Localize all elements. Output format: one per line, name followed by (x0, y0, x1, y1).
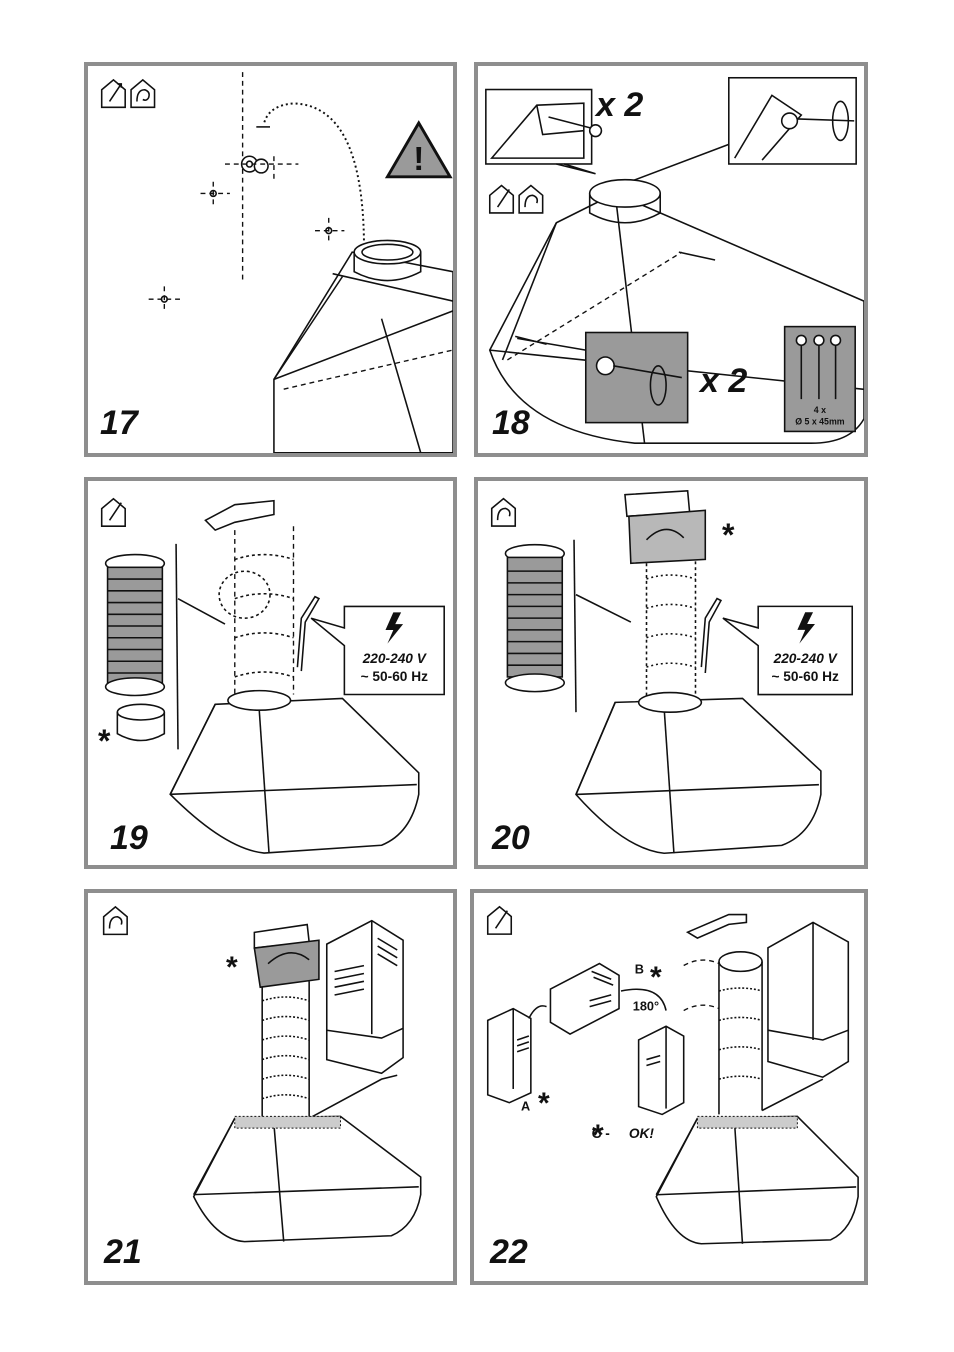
optional-mark-b: * (650, 961, 662, 994)
carbon-filter-box (624, 489, 707, 565)
recirculation-mode-icon (518, 184, 544, 214)
svg-text:!: ! (413, 141, 424, 178)
step-number: 20 (492, 819, 530, 857)
electrical-label-box: 220-240 V ~ 50-60 Hz (722, 605, 854, 696)
panel-step-22: A B 180° C - OK! * * * 22 (470, 889, 868, 1285)
carbon-filter-box (253, 923, 320, 989)
step-19-illustration: 220-240 V ~ 50-60 Hz (100, 497, 445, 854)
recirculation-mode-icon (102, 905, 128, 936)
cooker-hood (273, 239, 453, 453)
step-number: 22 (490, 1233, 528, 1271)
optional-mark: * (722, 517, 735, 553)
ducted-mode-icon (100, 497, 126, 527)
panel-step-19: 220-240 V ~ 50-60 Hz * 19 (84, 477, 457, 869)
chimney-part-a (486, 1005, 547, 1104)
step-number: 19 (110, 819, 148, 857)
bracket-screw-callout (485, 88, 603, 175)
screw-size-label: Ø 5 x 45mm (795, 417, 845, 427)
step-20-illustration: 220-240 V ~ 50-60 Hz (490, 489, 854, 855)
cooker-hood (192, 1115, 422, 1243)
electric-bolt-icon (797, 612, 815, 644)
panel-step-20: 220-240 V ~ 50-60 Hz * 20 (474, 477, 868, 869)
optional-mark-c: * (592, 1119, 604, 1152)
step-number: 18 (492, 404, 530, 442)
chimney-part-c (637, 1025, 685, 1116)
electrical-label-box: 220-240 V ~ 50-60 Hz (310, 605, 445, 696)
optional-mark-a: * (538, 1087, 550, 1120)
cooker-hood (488, 178, 864, 444)
frequency-label: ~ 50-60 Hz (361, 669, 428, 684)
quantity-bottom: x 2 (700, 362, 748, 400)
adapter-ring (116, 703, 166, 742)
panel-step-21: * 21 (84, 889, 457, 1285)
cooker-hood (575, 691, 822, 855)
voltage-label: 220-240 V (362, 651, 428, 666)
screwdriver-callout (624, 76, 857, 185)
screw-pack-box: 4 x Ø 5 x 45mm (783, 325, 856, 433)
label-b: B (635, 961, 644, 976)
label-c: C - (592, 1126, 611, 1141)
recirculation-mode-icon (490, 497, 517, 527)
flexible-duct (504, 543, 566, 693)
ducted-mode-icon (488, 184, 515, 214)
ducted-mode-icon (100, 78, 126, 109)
optional-mark: * (98, 723, 111, 759)
step-number: 21 (104, 1233, 142, 1271)
recirculation-mode-icon (130, 78, 156, 109)
optional-mark: * (226, 951, 238, 984)
rotation-angle-label: 180° (633, 999, 659, 1014)
screwdriver-grey-callout (517, 331, 689, 424)
step-22-illustration: A B 180° C - OK! (486, 905, 859, 1245)
chimney-cover (325, 919, 404, 1075)
label-ok: OK! (629, 1126, 655, 1141)
step-number: 17 (100, 404, 138, 442)
chimney-cover (767, 921, 850, 1079)
step-21-illustration (102, 905, 422, 1243)
cooker-hood (169, 689, 420, 854)
panel-step-18: 4 x Ø 5 x 45mm x 2 x 2 18 (474, 62, 868, 457)
panel-step-17: ! 17 (84, 62, 457, 457)
quantity-top: x 2 (596, 86, 644, 124)
step-17-illustration: ! (100, 72, 453, 453)
wall-plug-markers (148, 155, 345, 313)
cooker-hood (655, 1115, 859, 1245)
electric-bolt-icon (385, 612, 404, 644)
ducted-mode-icon (486, 905, 513, 935)
label-a: A (521, 1099, 530, 1114)
frequency-label: ~ 50-60 Hz (771, 669, 839, 684)
voltage-label: 220-240 V (773, 651, 839, 666)
chimney-part-b (549, 962, 667, 1035)
screw-count-label: 4 x (814, 405, 826, 415)
flexible-duct (104, 553, 166, 697)
warning-triangle-icon: ! (384, 120, 453, 179)
step-18-illustration: 4 x Ø 5 x 45mm (485, 76, 864, 444)
